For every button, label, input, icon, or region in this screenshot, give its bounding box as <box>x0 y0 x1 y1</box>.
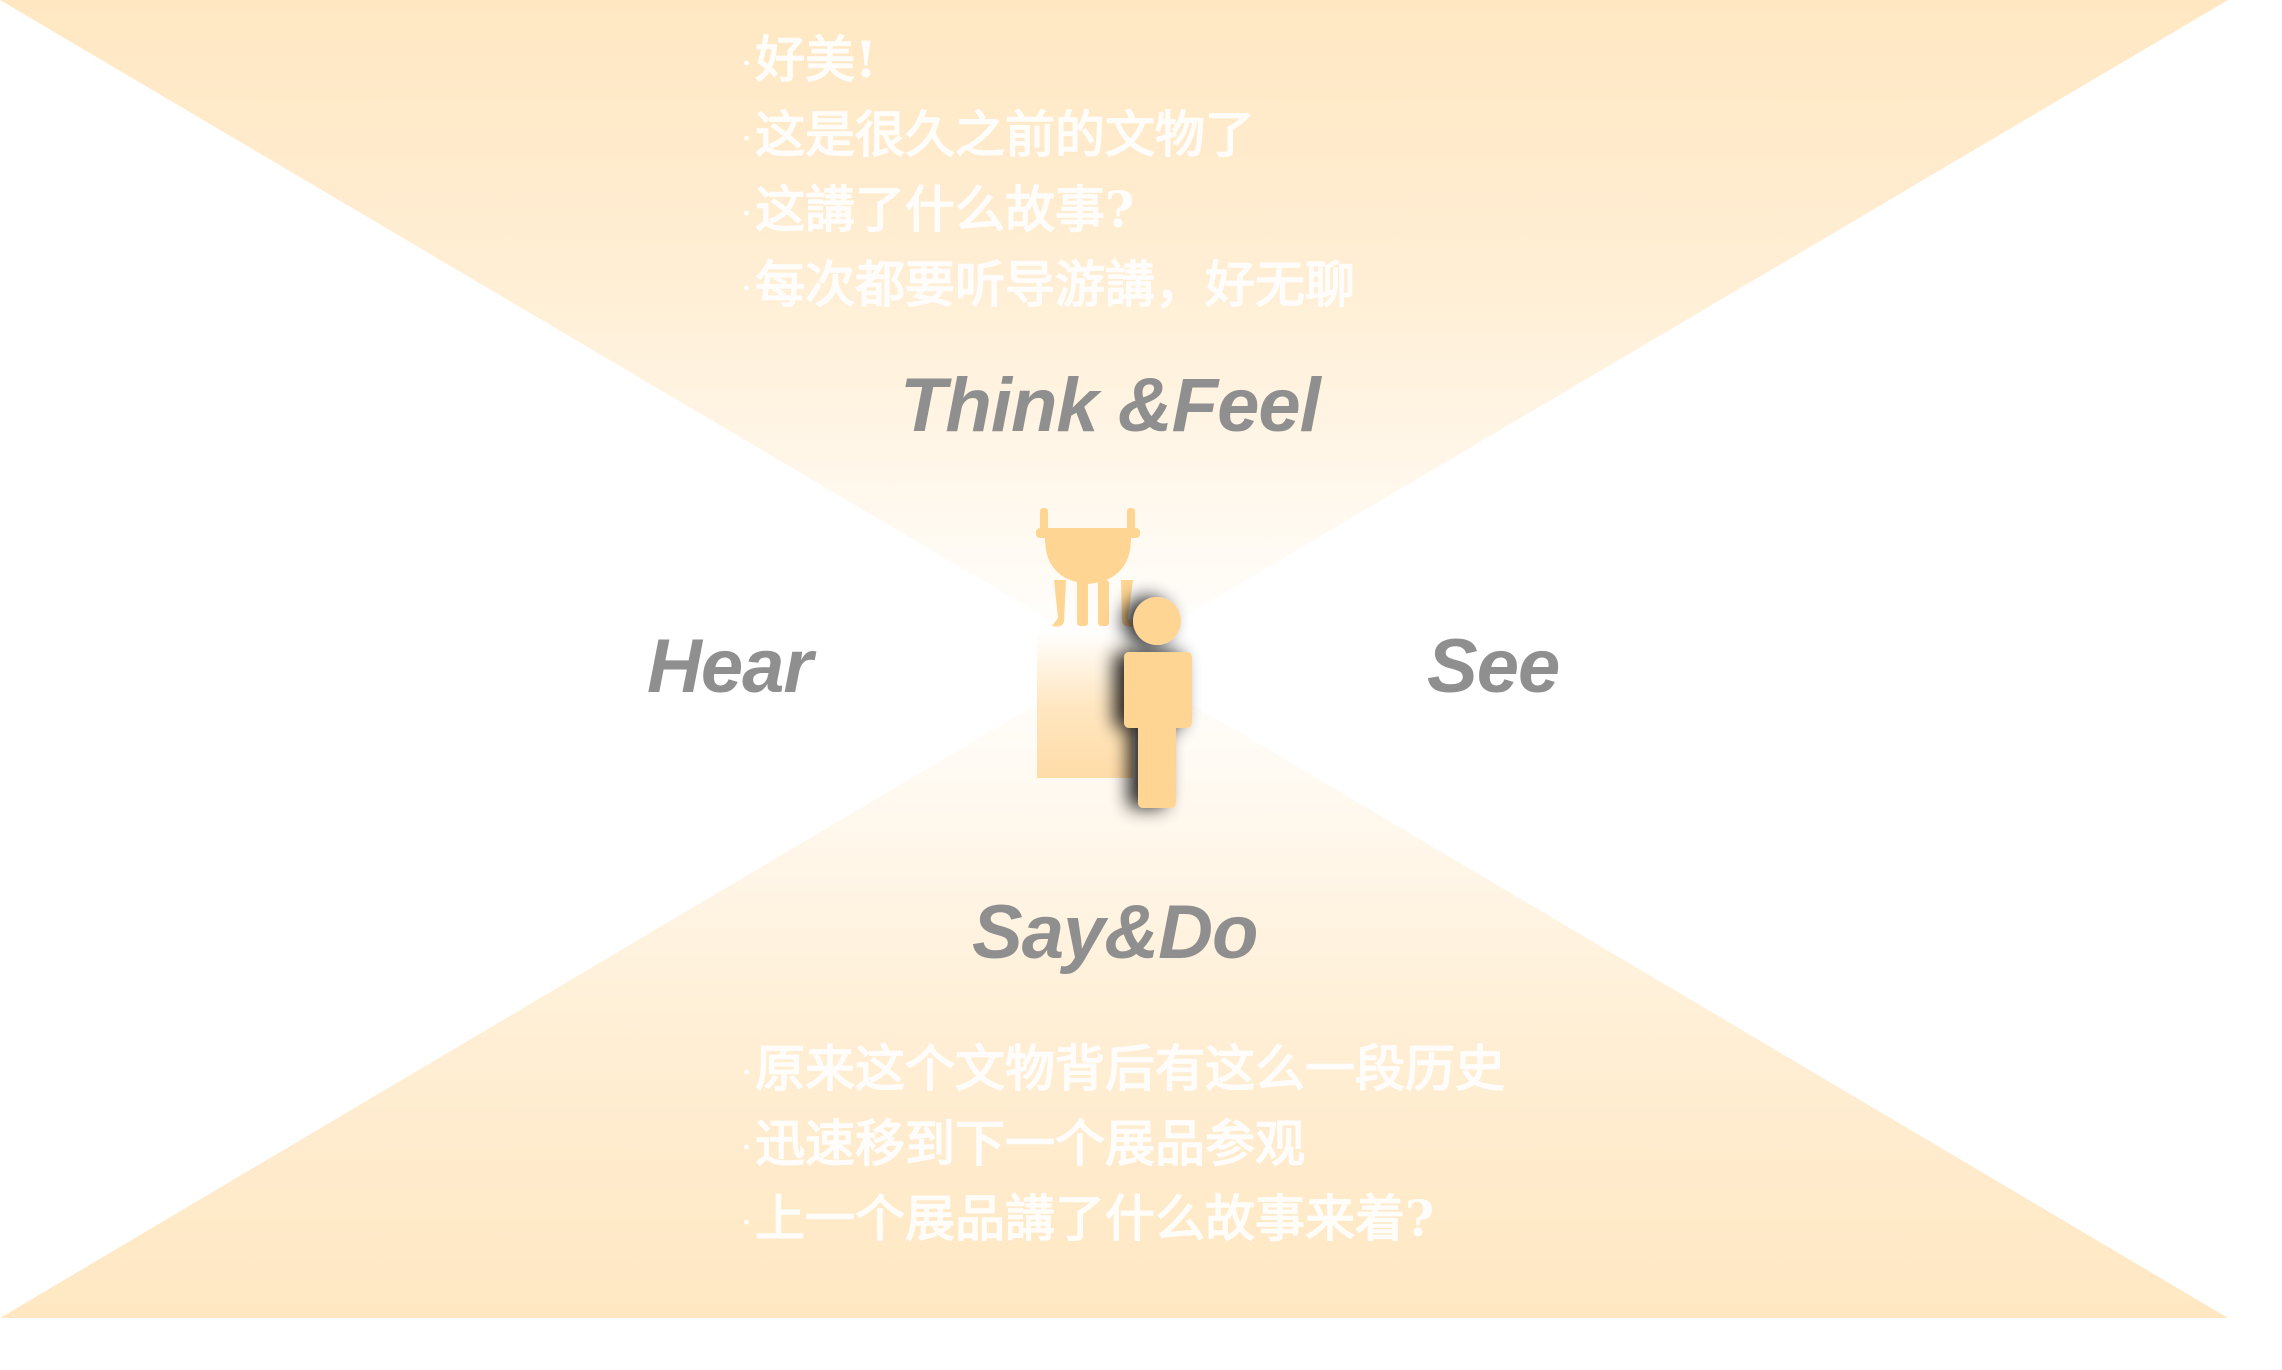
think-feel-item: 这是很久之前的文物了 <box>742 97 1355 172</box>
say-do-item: 迅速移到下一个展品参观 <box>742 1106 1505 1181</box>
say-do-item: 原来这个文物背后有这么一段历史 <box>742 1031 1505 1106</box>
bronze-ding-icon <box>1036 508 1140 627</box>
think-feel-item: 这講了什么故事? <box>742 172 1355 247</box>
think-feel-title: Think &Feel <box>900 363 1321 448</box>
see-title: See <box>1427 624 1560 709</box>
say-do-quadrant <box>0 658 2228 1318</box>
pedestal <box>1037 630 1133 778</box>
say-do-item: 上一个展品講了什么故事来着? <box>742 1181 1505 1256</box>
think-feel-quadrant <box>0 0 2228 658</box>
person-icon <box>1124 597 1192 808</box>
think-feel-list: 好美! 这是很久之前的文物了 这講了什么故事? 每次都要听导游講，好无聊 <box>742 22 1355 322</box>
think-feel-item: 好美! <box>742 22 1355 97</box>
say-do-list: 原来这个文物背后有这么一段历史 迅速移到下一个展品参观 上一个展品講了什么故事来… <box>742 1031 1505 1256</box>
think-feel-item: 每次都要听导游講，好无聊 <box>742 247 1355 322</box>
hear-title: Hear <box>647 624 813 709</box>
say-do-title: Say&Do <box>972 890 1258 975</box>
